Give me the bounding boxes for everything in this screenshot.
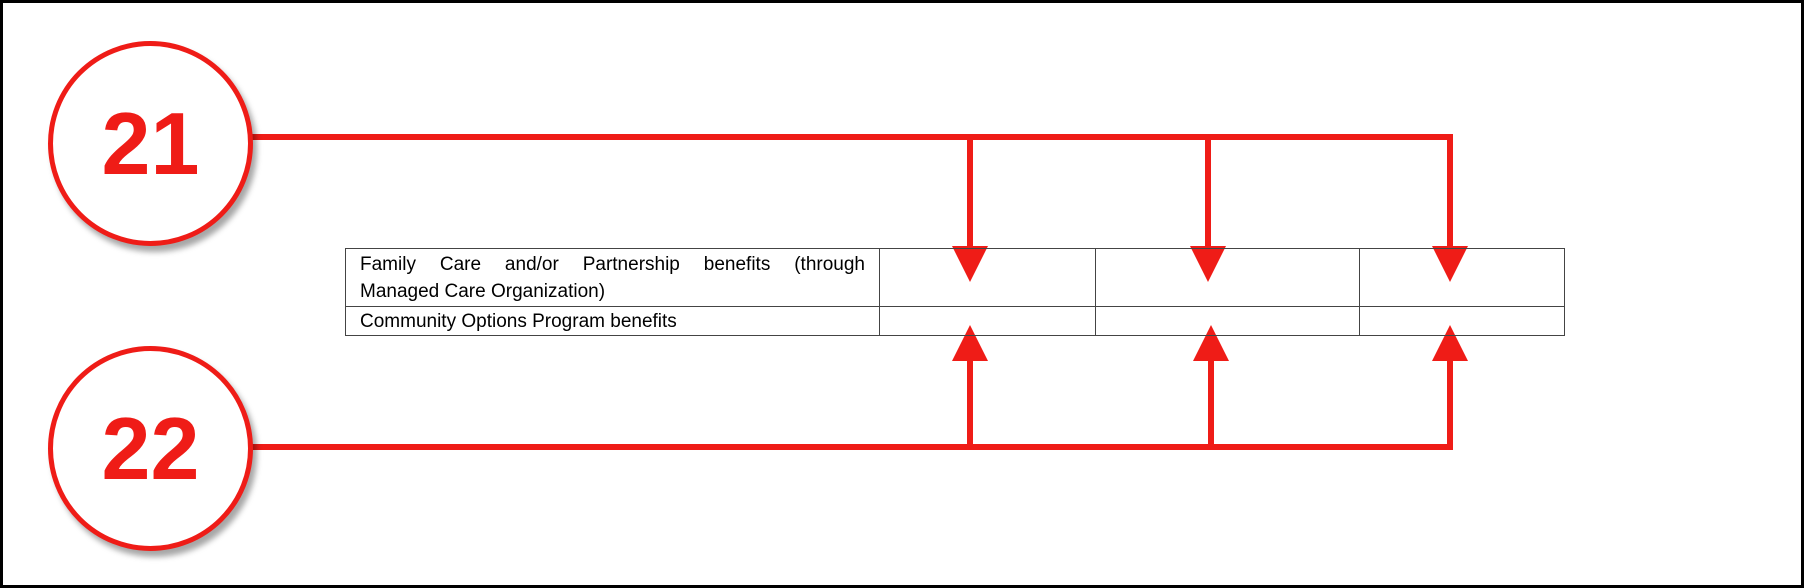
table-row-community-options: Community Options Program benefits [345, 306, 1565, 336]
callout-21-leader-line [248, 134, 1453, 143]
community-options-cell-1[interactable] [879, 306, 1096, 336]
family-care-label-line2: Managed Care Organization) [360, 280, 606, 302]
callout-22-number: 22 [101, 398, 200, 498]
callout-21-number: 21 [101, 93, 200, 193]
callout-21: 21 [48, 41, 253, 246]
community-options-cell-3[interactable] [1359, 306, 1565, 336]
callout-22-leader-line [248, 441, 1453, 450]
community-options-label: Community Options Program benefits [345, 306, 880, 336]
callout-connector-lines [248, 134, 1468, 450]
callout-22: 22 [48, 346, 253, 551]
family-care-cell-3[interactable] [1359, 248, 1565, 307]
table-row-family-care: Family Care and/or Partnership benefits … [345, 248, 1565, 307]
callout-22-connector [248, 325, 1468, 450]
family-care-label-line1: Family Care and/or Partnership benefits … [360, 253, 865, 275]
community-options-cell-2[interactable] [1095, 306, 1360, 336]
family-care-cell-2[interactable] [1095, 248, 1360, 307]
family-care-cell-1[interactable] [879, 248, 1096, 307]
family-care-label: Family Care and/or Partnership benefits … [345, 248, 880, 307]
benefits-table: Family Care and/or Partnership benefits … [345, 248, 1565, 336]
